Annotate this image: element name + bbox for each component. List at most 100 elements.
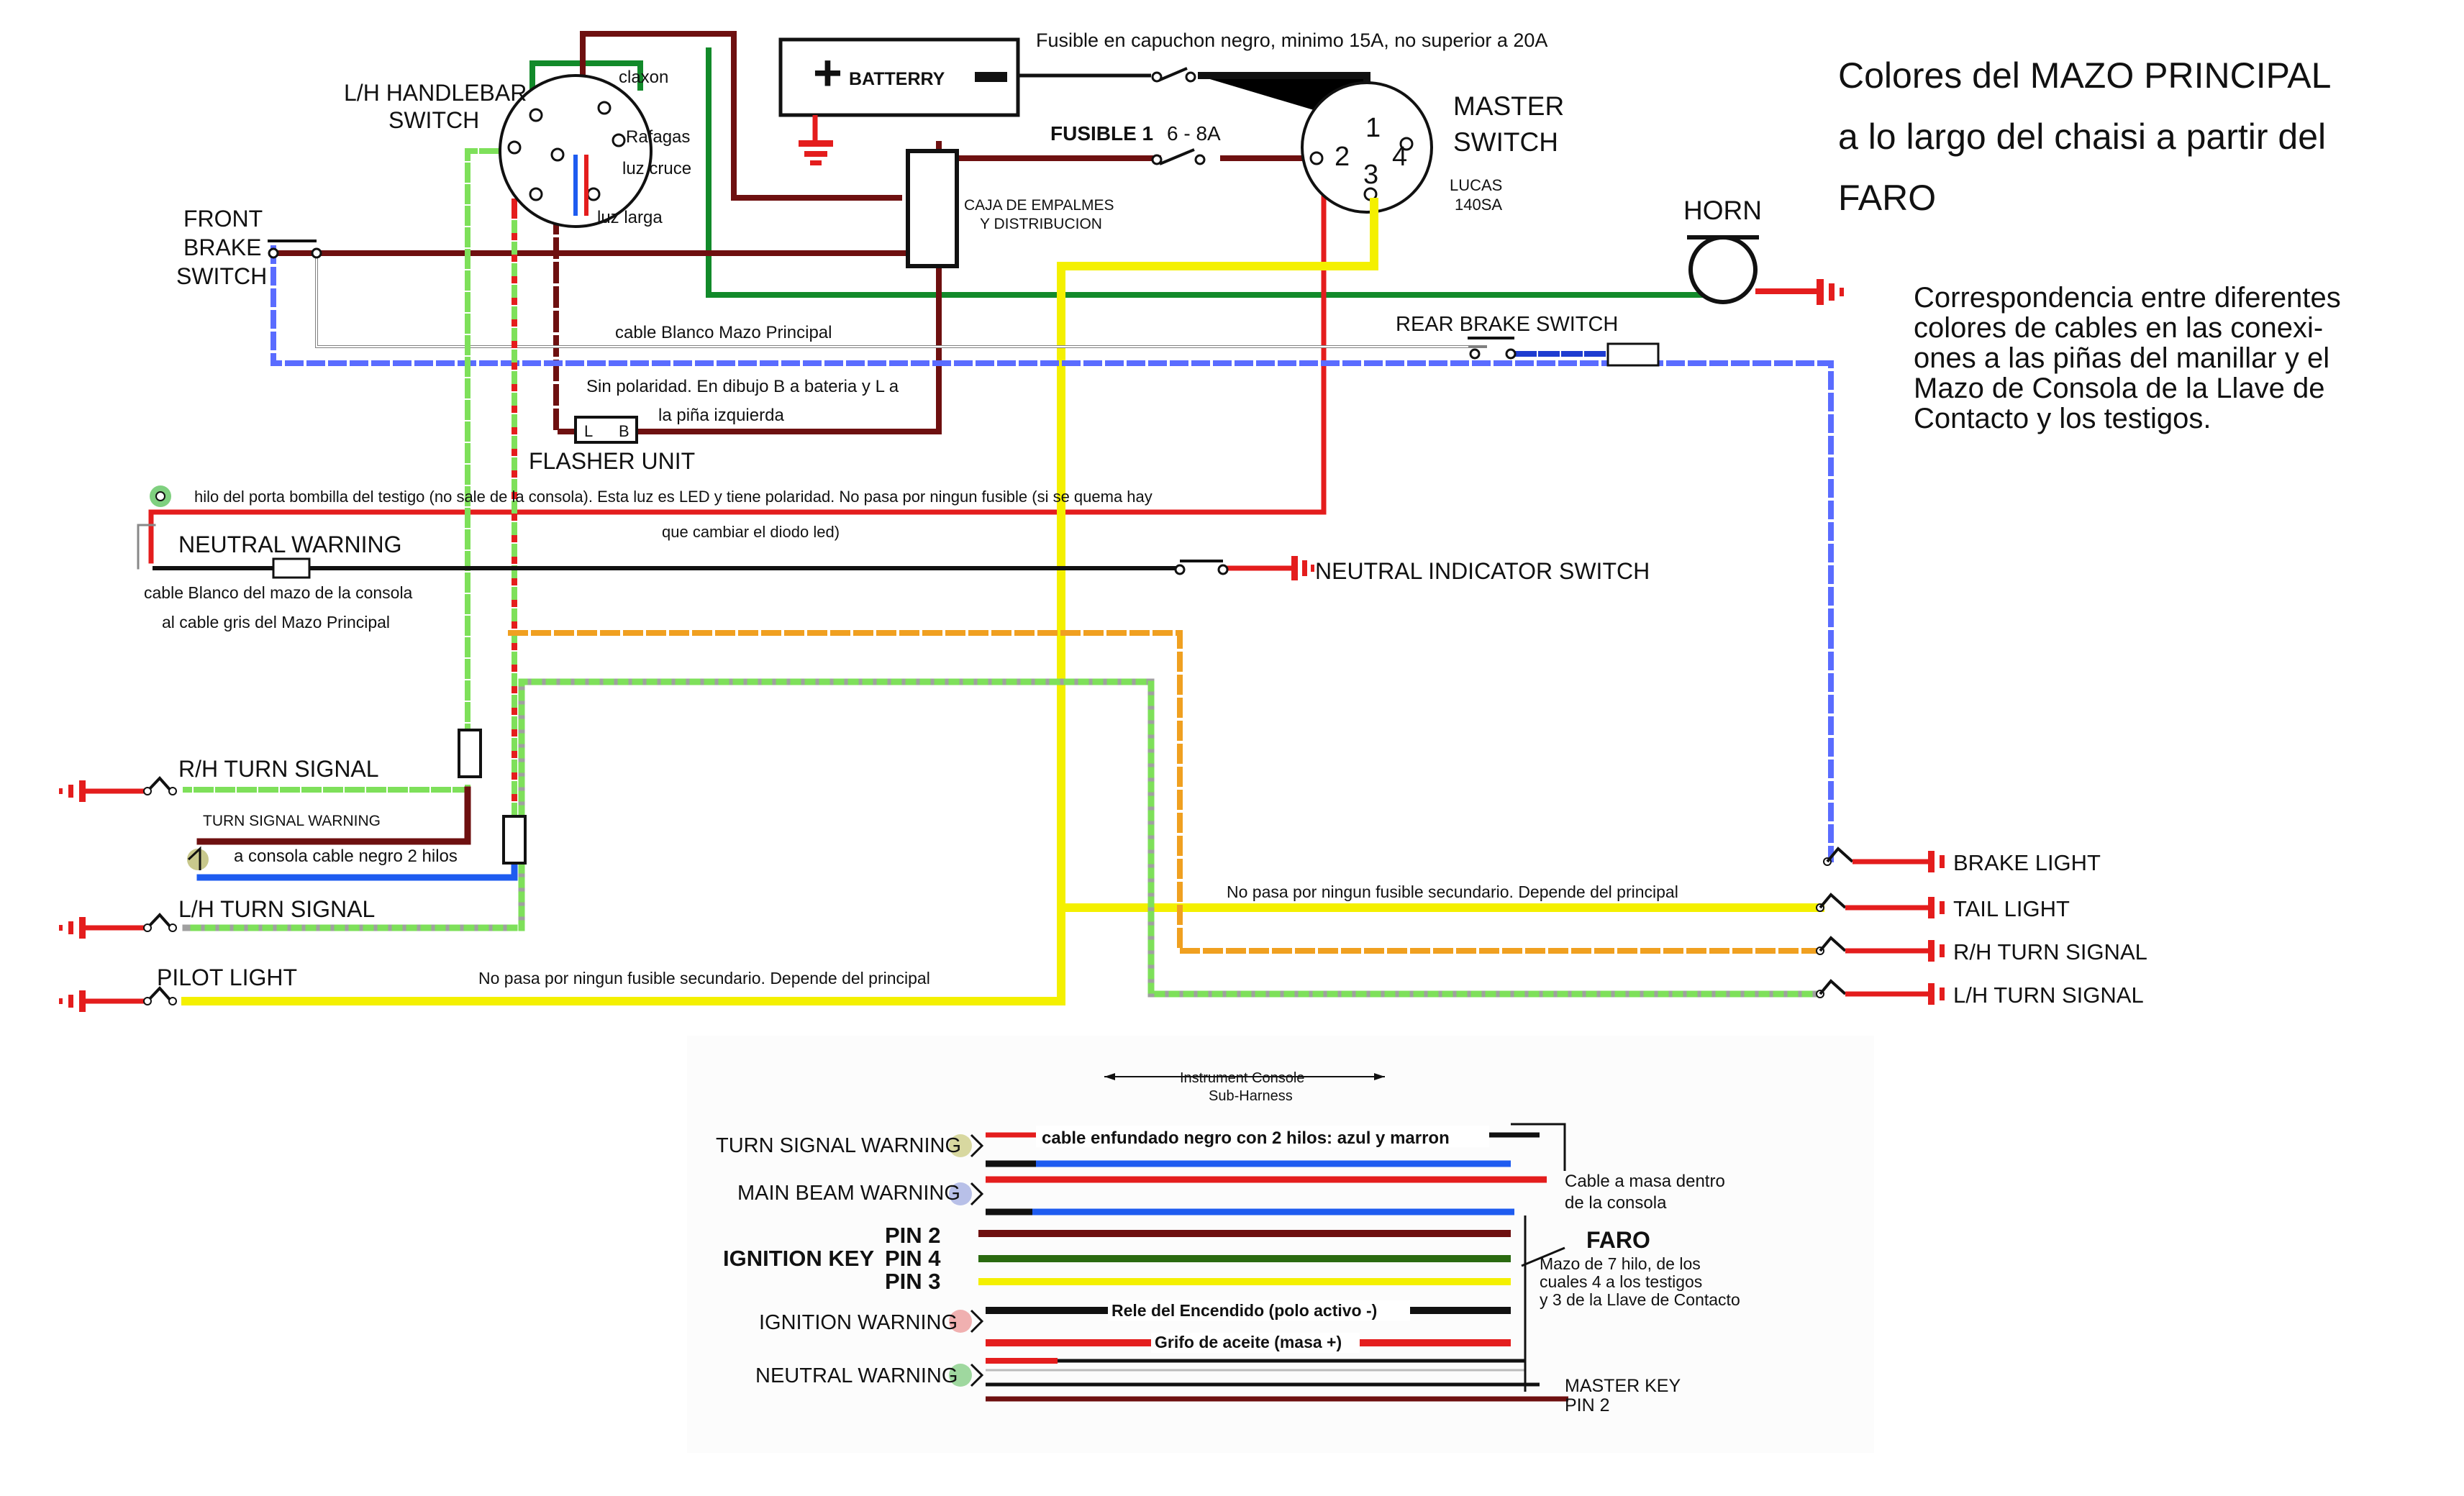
hilo-label-1: hilo del porta bombilla del testigo (no … [194, 488, 1153, 506]
fusible-1 [1151, 148, 1206, 165]
ground-lh-right [1816, 979, 1945, 1005]
rh-turn-right-label: R/H TURN SIGNAL [1953, 939, 2147, 964]
wire-brown-tsw [196, 786, 471, 845]
lh-switch-label-1: L/H HANDLEBAR [344, 80, 527, 106]
console-faro-3: y 3 de la Llave de Contacto [1540, 1290, 1740, 1309]
pilot-light-label: PILOT LIGHT [157, 964, 297, 990]
battery-label: BATTERRY [849, 69, 945, 89]
svg-text:+: + [813, 45, 842, 101]
ground-rh-left [59, 776, 177, 802]
pin-1: 1 [1365, 113, 1381, 143]
fusible-1-label: FUSIBLE 1 [1050, 122, 1153, 145]
fuse-note: Fusible en capuchon negro, minimo 15A, n… [1036, 29, 1547, 51]
console-faro-2: cuales 4 a los testigos [1540, 1272, 1702, 1291]
horn [1687, 235, 1844, 305]
ground-lh-left [59, 913, 177, 939]
console-neutral-warning: NEUTRAL WARNING [755, 1364, 958, 1387]
wire-brown-dash-flasher [553, 213, 578, 434]
flasher-unit [574, 416, 638, 444]
title-block: Colores del MAZO PRINCIPAL a lo largo de… [1838, 55, 2341, 434]
diagram-labels: L/H HANDLEBAR SWITCH claxon Rafagas luz … [144, 29, 2147, 1008]
tail-light-label: TAIL LIGHT [1953, 896, 2070, 921]
right-connectors [1816, 847, 1945, 1005]
wire-grey-lh-right [518, 678, 1824, 998]
title-line-1: Colores del MAZO PRINCIPAL [1838, 55, 2331, 96]
console-subharness: Instrument Console Sub-Harness TURN SIGN… [687, 1036, 1874, 1453]
lh-handlebar-switch [499, 74, 653, 228]
cable-blanco-label: cable Blanco Mazo Principal [615, 323, 832, 342]
ground-brake-light [1823, 847, 1945, 872]
cable-blanco-consola-1: cable Blanco del mazo de la consola [144, 583, 413, 602]
wire-orange-rh-right [508, 630, 1823, 954]
console-rele: Rele del Encendido (polo activo -) [1111, 1301, 1377, 1320]
front-brake-label-3: SWITCH [176, 263, 267, 289]
caja-label-1: CAJA DE EMPALMES [964, 197, 1114, 214]
lucas-label-1: LUCAS [1450, 176, 1502, 194]
fusible-1-amps: 6 - 8A [1167, 122, 1221, 145]
console-main-beam-warning: MAIN BEAM WARNING [737, 1182, 960, 1205]
pin-2: 2 [1335, 142, 1350, 172]
master-label-2: SWITCH [1453, 127, 1558, 157]
battery: + [778, 37, 1370, 165]
rear-brake-label: REAR BRAKE SWITCH [1396, 313, 1618, 336]
no-pasa-label-1: No pasa por ningun fusible secundario. D… [478, 969, 930, 988]
console-faro-1: Mazo de 7 hilo, de los [1540, 1254, 1701, 1273]
ground-rh-right [1816, 936, 1945, 962]
front-brake-label-2: BRAKE [183, 234, 261, 260]
hilo-label-2: que cambiar el diodo led) [662, 523, 840, 541]
flasher-unit-label: FLASHER UNIT [529, 448, 695, 474]
rh-turn-left-label: R/H TURN SIGNAL [178, 756, 379, 782]
title-line-2: a lo largo del chaisi a partir del [1838, 117, 2326, 157]
wire-grey-lh-right-g [518, 678, 1824, 998]
console-pin-3: PIN 3 [885, 1269, 941, 1294]
turn-signal-warning-small: TURN SIGNAL WARNING [203, 813, 381, 829]
description-line-1: Correspondencia entre diferentes [1914, 282, 2341, 314]
claxon-label: claxon [619, 68, 668, 87]
lh-turn-left-label: L/H TURN SIGNAL [178, 896, 375, 922]
no-pasa-label-2: No pasa por ningun fusible secundario. D… [1227, 882, 1678, 901]
description-line-2: colores de cables en las conexi- [1914, 312, 2323, 344]
neutral-warning-label: NEUTRAL WARNING [178, 532, 402, 557]
rafagas-label: Rafagas [626, 127, 690, 147]
description-line-3: ones a las piñas del manillar y el [1914, 342, 2329, 374]
console-header-2: Sub-Harness [1209, 1088, 1293, 1104]
horn-label: HORN [1683, 196, 1762, 225]
flasher-l: L [584, 422, 593, 440]
console-header-1: Instrument Console [1180, 1070, 1304, 1086]
console-faro: FARO [1586, 1227, 1650, 1253]
console-turn-signal-warning: TURN SIGNAL WARNING [716, 1134, 961, 1157]
master-switch [1301, 81, 1433, 270]
wire-red-master [148, 155, 1327, 564]
description-line-4: Mazo de Consola de la Llave de [1914, 373, 2324, 404]
console-cable-enfundado: cable enfundado negro con 2 hilos: azul … [1042, 1128, 1450, 1148]
neutral-warning-led [150, 485, 1314, 580]
console-cable-masa-2: de la consola [1565, 1193, 1667, 1213]
lucas-label-2: 140SA [1455, 196, 1502, 214]
console-pin-4: PIN 4 [885, 1246, 941, 1271]
pin-4: 4 [1392, 142, 1407, 172]
console-cable-masa-1: Cable a masa dentro [1565, 1172, 1725, 1191]
sin-polaridad-1: Sin polaridad. En dibujo B a bateria y L… [586, 377, 899, 396]
tsw-bulb-left [187, 846, 209, 870]
console-pin-2: PIN 2 [885, 1223, 941, 1248]
turn-resistors [458, 729, 527, 865]
wire-green-horn [529, 47, 1704, 298]
wire-white-brake-inner [316, 255, 1468, 347]
caja-label-2: Y DISTRIBUCION [980, 216, 1102, 232]
luz-larga-label: luz larga [597, 208, 663, 227]
brake-light-label: BRAKE LIGHT [1953, 850, 2101, 875]
console-grifo: Grifo de aceite (masa +) [1155, 1333, 1342, 1351]
console-master-key-2: PIN 2 [1565, 1395, 1610, 1415]
wire-grey-neutral [137, 524, 156, 570]
a-consola-label: a consola cable negro 2 hilos [234, 847, 458, 866]
ground-pilot-left [59, 986, 177, 1012]
luz-cruce-label: luz cruce [622, 159, 691, 178]
wire-brown-battery [580, 31, 902, 201]
title-line-3: FARO [1838, 178, 1936, 218]
neutral-switch-label: NEUTRAL INDICATOR SWITCH [1315, 558, 1650, 584]
wire-blue-brake [271, 245, 1834, 862]
flasher-b: B [619, 422, 629, 440]
sin-polaridad-2: la piña izquierda [658, 406, 784, 425]
master-label-1: MASTER [1453, 91, 1564, 121]
